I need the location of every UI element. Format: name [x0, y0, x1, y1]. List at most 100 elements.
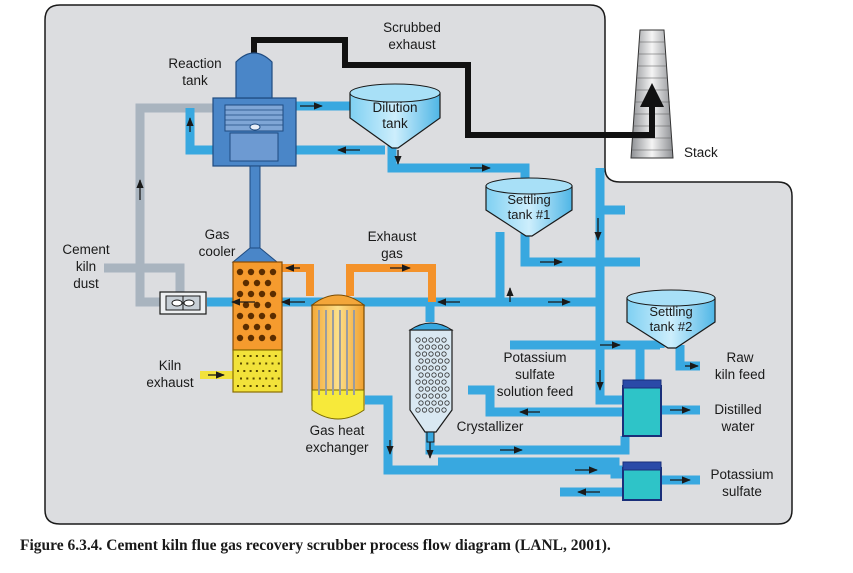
cooler-bed-mark — [274, 385, 277, 387]
crystallizer — [408, 322, 454, 443]
cooler-bed-mark — [255, 385, 258, 387]
crystallizer-bead — [421, 407, 428, 413]
cooler-packing-dot — [242, 301, 250, 309]
reaction-tank — [212, 52, 297, 259]
crystallizer-bead — [424, 386, 431, 392]
crystallizer-bead — [421, 379, 428, 385]
label-cement-kiln-dust-3: dust — [73, 276, 99, 291]
cooler-packing-dot — [264, 301, 272, 309]
crystallizer-bead — [437, 344, 444, 350]
label-stack: Stack — [684, 145, 718, 160]
label-exhaust-gas-2: gas — [381, 246, 403, 261]
cooler-bed-mark — [258, 362, 261, 365]
cooler-bed-mark — [249, 355, 252, 357]
cooler-bed-mark — [265, 377, 268, 380]
cooler-bed-mark — [240, 377, 242, 380]
cooler-bed-mark — [252, 362, 255, 365]
crystallizer-bead — [418, 386, 424, 392]
label-potassium-sulfate-2: sulfate — [722, 484, 762, 499]
cooler-packing-dot — [269, 312, 277, 320]
cooler-packing-dot — [247, 334, 255, 342]
crystallizer-bead — [415, 351, 421, 357]
cooler-packing-dot — [269, 268, 277, 276]
crystallizer-bead — [421, 337, 428, 343]
crystallizer-bead — [431, 400, 437, 406]
crystallizer-bead — [428, 407, 434, 413]
cooler-bed-mark — [237, 370, 239, 372]
crystallizer-bead — [421, 351, 428, 357]
crystallizer-bead — [441, 407, 447, 413]
cooler-bed-mark — [271, 362, 274, 365]
cooler-bed-mark — [243, 355, 246, 357]
cooler-bed-mark — [268, 370, 271, 372]
label-distilled-water-2: water — [720, 419, 755, 434]
crystallizer-bead — [434, 393, 441, 399]
crystallizer-bead — [428, 337, 434, 343]
scrubbed-exhaust-line — [251, 37, 664, 138]
cooler-packing-dot — [264, 279, 272, 287]
crystallizer-bead — [418, 372, 424, 378]
cooler-bed-mark — [262, 385, 265, 387]
cooler-packing-dot — [242, 279, 250, 287]
dust-mixer — [159, 291, 207, 315]
label-raw-kiln-feed-1: Raw — [726, 350, 753, 365]
cooler-packing-dot — [269, 290, 277, 298]
crystallizer-bead — [444, 400, 450, 406]
cooler-bed-mark — [255, 370, 258, 372]
cooler-packing-dot — [258, 334, 266, 342]
cooler-packing-dot — [247, 312, 255, 320]
label-distilled-water-1: Distilled — [714, 402, 761, 417]
cooler-bed-mark — [246, 362, 249, 365]
cooler-packing-dot — [264, 323, 272, 331]
cooler-bed-mark — [274, 370, 277, 372]
cooler-packing-dot — [236, 290, 244, 298]
label-cement-kiln-dust-2: kiln — [76, 259, 96, 274]
cooler-packing-dot — [253, 301, 261, 309]
crystallizer-bead — [437, 400, 444, 406]
cement-kiln-dust-pipe — [104, 263, 185, 294]
label-settling-tank-1-a: Settling — [507, 192, 550, 207]
figure-caption: Figure 6.3.4. Cement kiln flue gas recov… — [20, 537, 611, 554]
crystallizer-bead — [441, 365, 447, 371]
crystallizer-bead — [415, 393, 421, 399]
cooler-packing-dot — [236, 268, 244, 276]
crystallizer-bead — [444, 358, 450, 364]
cooler-bed-mark — [237, 355, 239, 357]
cooler-bed-mark — [243, 370, 246, 372]
label-potassium-sulfate-feed-2: sulfate — [515, 367, 555, 382]
label-crystallizer: Crystallizer — [457, 419, 524, 434]
crystallizer-bead — [441, 351, 447, 357]
cooler-bed-mark — [268, 355, 271, 357]
crystallizer-bead — [441, 393, 447, 399]
crystallizer-bead — [437, 386, 444, 392]
label-settling-tank-1-b: tank #1 — [508, 207, 551, 222]
cooler-bed-mark — [249, 385, 252, 387]
label-raw-kiln-feed-2: kiln feed — [715, 367, 765, 382]
crystallizer-bead — [428, 379, 434, 385]
label-dilution-tank-1: Dilution — [372, 100, 417, 115]
cooler-packing-dot — [236, 334, 244, 342]
crystallizer-bead — [434, 365, 441, 371]
crystallizer-bead — [444, 344, 450, 350]
label-potassium-sulfate-1: Potassium — [710, 467, 773, 482]
crystallizer-bead — [415, 379, 421, 385]
cooler-packing-dot — [236, 312, 244, 320]
cooler-bed-mark — [262, 355, 265, 357]
label-kiln-exhaust-2: exhaust — [146, 375, 194, 390]
potassium-sulfate-tank — [622, 461, 662, 501]
cooler-bed-mark — [252, 377, 255, 380]
crystallizer-bead — [421, 365, 428, 371]
label-settling-tank-2-b: tank #2 — [650, 319, 693, 334]
crystallizer-bead — [434, 337, 441, 343]
cooler-bed-mark — [240, 362, 242, 365]
cooler-bed-mark — [277, 377, 280, 380]
crystallizer-bead — [424, 400, 431, 406]
label-kiln-exhaust-1: Kiln — [159, 358, 182, 373]
crystallizer-bead — [428, 351, 434, 357]
cooler-packing-dot — [253, 279, 261, 287]
label-cement-kiln-dust-1: Cement — [62, 242, 110, 257]
label-gas-heat-exchanger-1: Gas heat — [310, 423, 365, 438]
crystallizer-bead — [428, 365, 434, 371]
label-gas-heat-exchanger-2: exchanger — [305, 440, 369, 455]
